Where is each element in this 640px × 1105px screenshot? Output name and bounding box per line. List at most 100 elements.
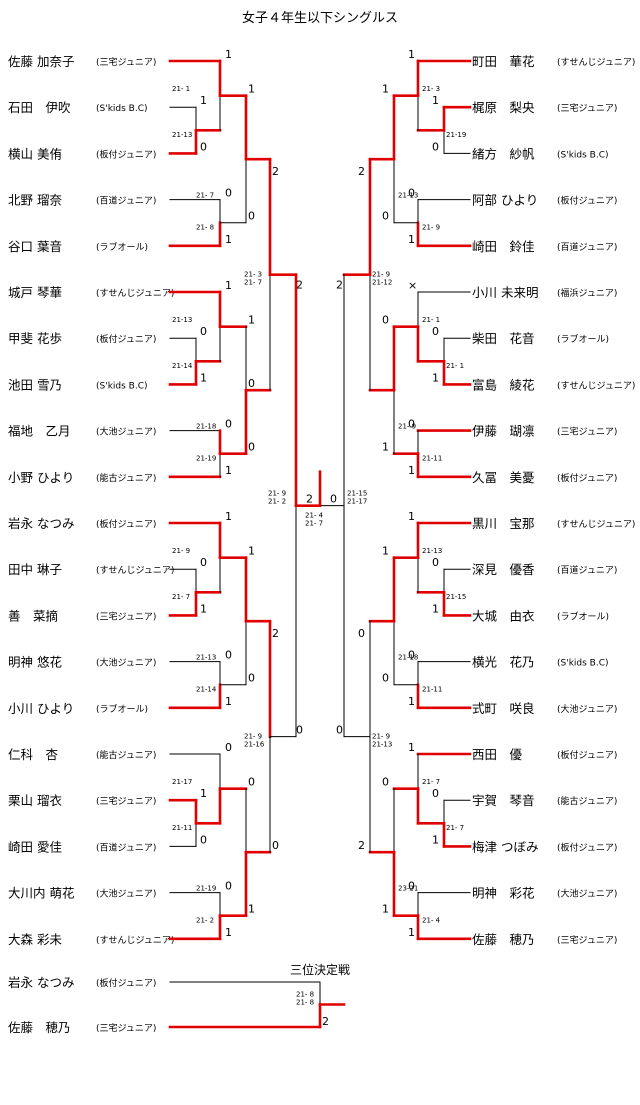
game-score: 0 (225, 418, 232, 431)
match-score: 21-19 (446, 131, 466, 139)
player-name: 富島 綾花 (472, 377, 535, 392)
match-score: 21- 7 (196, 191, 214, 199)
game-score: 0 (200, 833, 207, 846)
player-name: 西田 優 (472, 747, 523, 762)
match-score: 21-13 (172, 316, 192, 324)
game-score: 0 (408, 880, 415, 893)
game-score: 0 (382, 210, 389, 223)
game-score: 1 (248, 903, 255, 916)
player-name: 大森 彩未 (8, 932, 62, 947)
match-score: 21-12 (372, 279, 392, 287)
player-club: (すせんじジュニア) (96, 935, 174, 946)
player-name: 福地 乙月 (8, 424, 71, 439)
player-name: 久冨 美憂 (472, 470, 535, 485)
player-club: (能古ジュニア) (96, 472, 156, 484)
game-score: 1 (225, 510, 232, 523)
player-club: (板付ジュニア) (96, 518, 156, 530)
player-club: (板付ジュニア) (96, 977, 156, 989)
player-name: 梶原 梨央 (472, 100, 535, 115)
game-score: 1 (200, 371, 207, 384)
game-score: 2 (358, 839, 365, 852)
player-club: (三宅ジュニア) (96, 56, 156, 68)
game-score: 2 (306, 493, 313, 506)
game-score: 0 (432, 556, 439, 569)
player-club: (三宅ジュニア) (96, 610, 156, 622)
player-club: (大池ジュニア) (557, 703, 617, 715)
match-score: 21- 9 (268, 490, 286, 498)
player-name: 黒川 宝那 (472, 516, 535, 531)
game-score: 0 (248, 210, 255, 223)
player-name: 小川 ひより (8, 701, 74, 716)
game-score: 1 (408, 926, 415, 939)
game-score: 1 (408, 464, 415, 477)
player-club: (百道ジュニア) (96, 841, 156, 853)
player-name: 善 菜摘 (8, 608, 58, 623)
player-name: 大城 由衣 (472, 608, 535, 623)
game-score: 1 (225, 48, 232, 61)
game-score: 1 (382, 83, 389, 96)
match-score: 21- 8 (296, 999, 314, 1007)
player-club: (S'kids B.C) (557, 659, 609, 669)
match-score: 21-18 (196, 422, 216, 430)
player-club: (板付ジュニア) (557, 472, 617, 484)
game-score: 0 (200, 325, 207, 338)
match-score: 21- 9 (372, 271, 390, 279)
game-score: 1 (432, 833, 439, 846)
player-club: (板付ジュニア) (557, 749, 617, 761)
match-score: 21-13 (196, 653, 216, 661)
match-score: 23-21 (398, 884, 418, 892)
match-score: 21-16 (244, 741, 265, 749)
game-score: 0 (408, 649, 415, 662)
game-score: 0 (225, 187, 232, 200)
match-score: 21-11 (422, 455, 442, 463)
match-score: 21-13 (398, 191, 418, 199)
match-score: 21-15 (347, 490, 367, 498)
game-score: 1 (408, 48, 415, 61)
match-score: 21- 7 (446, 824, 464, 832)
player-club: (すせんじジュニア) (557, 57, 635, 68)
game-score: 1 (225, 464, 232, 477)
game-score: 1 (200, 94, 207, 107)
player-name: 阿部 ひより (472, 193, 538, 208)
player-name: 池田 雪乃 (8, 377, 62, 392)
player-club: (百道ジュニア) (96, 195, 156, 207)
game-score: 0 (432, 140, 439, 153)
player-name: 甲斐 花歩 (8, 331, 62, 346)
game-score: 0 (225, 649, 232, 662)
game-score: 0 (296, 724, 303, 737)
player-club: (S'kids B.C) (96, 381, 148, 391)
player-club: (すせんじジュニア) (96, 288, 174, 299)
game-score: 0 (408, 418, 415, 431)
player-club: (大池ジュニア) (96, 888, 156, 900)
player-name: 明神 彩花 (472, 886, 535, 901)
match-score: 21- 7 (422, 778, 440, 786)
game-score: 0 (382, 776, 389, 789)
game-score: 0 (225, 741, 232, 754)
match-score: 21- 7 (305, 520, 323, 528)
match-score: 21- 8 (196, 224, 214, 232)
game-score: 2 (296, 279, 303, 292)
game-score: 0 (200, 140, 207, 153)
match-score: 21-18 (398, 653, 418, 661)
game-score: 1 (200, 787, 207, 800)
match-score: 21- 9 (244, 733, 262, 741)
game-score: 2 (358, 165, 365, 178)
game-score: 1 (382, 441, 389, 454)
game-score: 2 (272, 165, 279, 178)
player-name: 町田 華花 (472, 54, 535, 69)
player-club: (三宅ジュニア) (557, 934, 617, 946)
match-score: 21- 2 (196, 917, 214, 925)
match-score: 21- 9 (172, 547, 190, 555)
match-score: 21-11 (172, 824, 192, 832)
player-name: 宇賀 琴音 (472, 793, 535, 808)
game-score: 0 (272, 839, 279, 852)
game-score: 0 (248, 441, 255, 454)
player-name: 大川内 萌花 (8, 886, 74, 901)
player-club: (すせんじジュニア) (557, 380, 635, 391)
player-name: 梅津 つぼみ (472, 839, 538, 854)
game-score: 1 (248, 314, 255, 327)
match-score: 21- 4 (305, 512, 324, 520)
player-name: 横光 花乃 (472, 655, 535, 670)
player-club: (板付ジュニア) (96, 333, 156, 345)
